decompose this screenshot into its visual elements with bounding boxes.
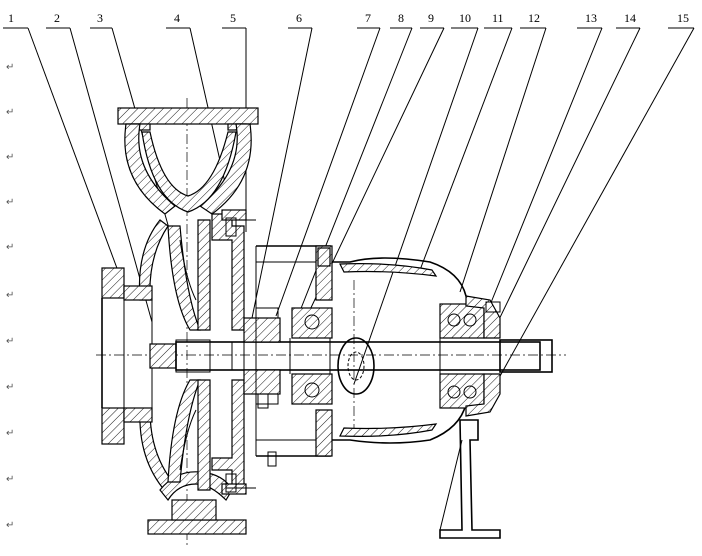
- paragraph-mark: ↵: [6, 336, 14, 347]
- paragraph-mark: ↵: [6, 382, 14, 393]
- paragraph-mark: ↵: [6, 428, 14, 439]
- paragraph-mark: ↵: [6, 242, 14, 253]
- callout-labels: 1 2 3 4 5 6 7 8 9 10 11 12 13 14 15: [8, 11, 689, 25]
- callout-14: 14: [624, 11, 636, 25]
- paragraph-mark: ↵: [6, 290, 14, 301]
- suction-flange: [101, 267, 153, 445]
- callout-9: 9: [428, 11, 434, 25]
- paragraph-mark: ↵: [6, 62, 14, 73]
- callout-13: 13: [585, 11, 597, 25]
- pump-cover: [211, 209, 256, 495]
- paragraph-mark: ↵: [6, 520, 14, 531]
- paragraph-marks: ↵ ↵ ↵ ↵ ↵ ↵ ↵ ↵ ↵ ↵ ↵: [6, 62, 14, 531]
- paragraph-mark: ↵: [6, 152, 14, 163]
- bearing-end-cover: [465, 295, 501, 417]
- shaft: [175, 338, 553, 374]
- support-foot: [439, 419, 501, 539]
- callout-11: 11: [492, 11, 504, 25]
- leader-lines: [3, 27, 695, 413]
- callout-1: 1: [8, 11, 14, 25]
- oil-window: [337, 337, 375, 395]
- impeller: [149, 219, 211, 491]
- bearing-bracket: [256, 245, 469, 457]
- callout-8: 8: [398, 11, 404, 25]
- callout-3: 3: [97, 11, 103, 25]
- callout-12: 12: [528, 11, 540, 25]
- paragraph-mark: ↵: [6, 107, 14, 118]
- callout-6: 6: [296, 11, 302, 25]
- paragraph-mark: ↵: [6, 474, 14, 485]
- callout-10: 10: [459, 11, 471, 25]
- volute-casing: [117, 107, 259, 535]
- callout-15: 15: [677, 11, 689, 25]
- callout-5: 5: [230, 11, 236, 25]
- bolts: [225, 217, 277, 493]
- front-bearing: [291, 307, 333, 405]
- callout-2: 2: [54, 11, 60, 25]
- callout-4: 4: [174, 11, 180, 25]
- rear-bearing: [439, 303, 485, 409]
- shaft-seal: [243, 246, 281, 456]
- paragraph-mark: ↵: [6, 197, 14, 208]
- callout-7: 7: [365, 11, 371, 25]
